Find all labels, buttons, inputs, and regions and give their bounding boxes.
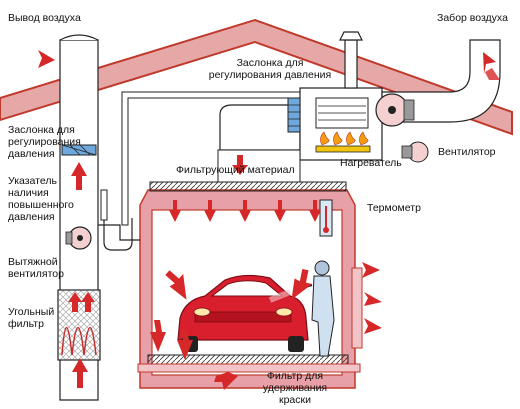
- thermometer-icon: [320, 200, 332, 236]
- fan-label: Вентилятор: [438, 146, 496, 158]
- arrow-icon: [362, 262, 380, 278]
- filter-material-label: Фильтрующий материал: [176, 164, 295, 176]
- arrow-icon: [364, 318, 382, 334]
- exhaust-fan-label-line1: Вытяжной: [8, 256, 64, 268]
- top-damper-label-line2: регулирования давления: [200, 69, 340, 81]
- left-damper-label-line2: регулирования: [8, 136, 81, 148]
- pressure-indicator-label-line1: Указатель: [8, 175, 74, 187]
- pressure-indicator-label-line4: давления: [8, 211, 74, 223]
- exhaust-fan-label: Вытяжной вентилятор: [8, 256, 64, 280]
- left-damper-label: Заслонка для регулирования давления: [8, 124, 81, 160]
- carbon-filter-label-line1: Угольный: [8, 306, 54, 318]
- pressure-indicator-label-line3: повышенного: [8, 199, 74, 211]
- left-damper-label-line3: давления: [8, 148, 81, 160]
- lower-fan-icon: [402, 142, 428, 162]
- pressure-indicator-icon: [101, 190, 107, 220]
- carbon-filter-label: Угольный фильтр: [8, 306, 54, 330]
- thermometer-label: Термометр: [367, 202, 421, 214]
- exhaust-fan-label-line2: вентилятор: [8, 268, 64, 280]
- paint-filter-label-line2: удерживания: [240, 382, 350, 394]
- filter-material: [150, 182, 346, 191]
- paint-filter-label-line3: краски: [240, 394, 350, 406]
- arrow-icon: [38, 50, 55, 68]
- pressure-indicator-label: Указатель наличия повышенного давления: [8, 175, 74, 223]
- air-intake-label: Забор воздуха: [437, 12, 508, 24]
- exhaust-outlet-label: Вывод воздуха: [8, 12, 81, 24]
- paint-filter: [148, 355, 348, 364]
- heater-label: Нагреватель: [340, 157, 402, 169]
- carbon-filter-label-line2: фильтр: [8, 318, 54, 330]
- arrow-icon: [364, 292, 382, 306]
- top-damper-label: Заслонка для регулирования давления: [200, 57, 340, 81]
- top-damper-label-line1: Заслонка для: [200, 57, 340, 69]
- left-damper-label-line1: Заслонка для: [8, 124, 81, 136]
- pressure-indicator-label-line2: наличия: [8, 187, 74, 199]
- paint-filter-label: Фильтр для удерживания краски: [240, 370, 350, 406]
- top-damper-icon: [288, 98, 300, 132]
- paint-filter-label-line1: Фильтр для: [240, 370, 350, 382]
